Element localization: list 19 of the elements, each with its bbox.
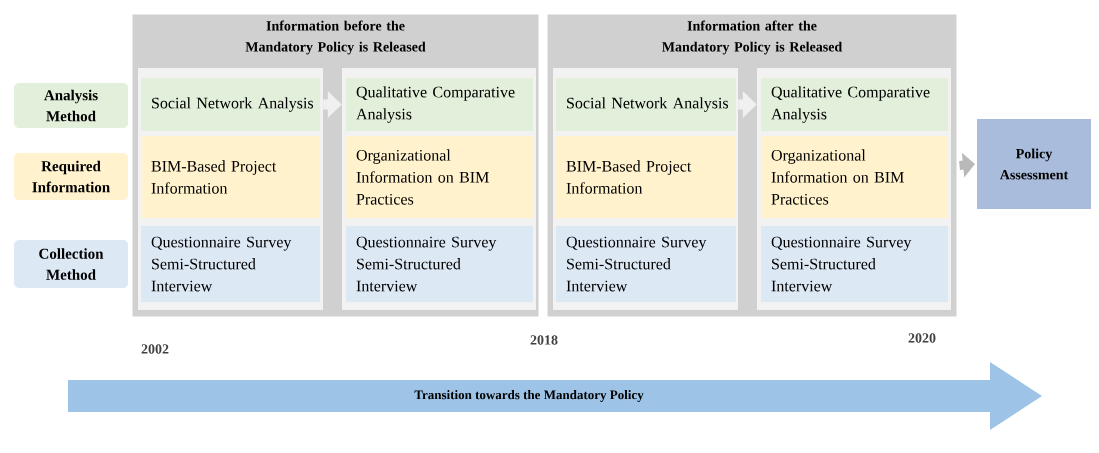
info-cell: Qualitative Comparative Analysis — [761, 78, 948, 131]
year-label: 2002 — [141, 344, 169, 354]
info-cell: Social Network Analysis — [556, 78, 736, 131]
info-cell: Questionnaire Survey Semi-Structured Interview — [141, 226, 320, 302]
info-cell: Organizational Information on BIM Practices — [346, 136, 533, 218]
outcome-box: Policy Assessment — [975, 117, 1093, 211]
info-cell: Social Network Analysis — [141, 78, 320, 131]
row-label: Analysis Method — [14, 83, 128, 128]
info-cell: Qualitative Comparative Analysis — [346, 78, 533, 131]
info-cell: Questionnaire Survey Semi-Structured Interview — [761, 226, 948, 302]
row-label: Required Information — [14, 153, 128, 200]
year-label: 2018 — [530, 335, 558, 345]
info-cell: BIM-Based Project Information — [556, 136, 736, 218]
info-cell: Questionnaire Survey Semi-Structured Interview — [556, 226, 736, 302]
year-label: 2020 — [908, 333, 936, 343]
info-cell: Questionnaire Survey Semi-Structured Interview — [346, 226, 533, 302]
info-cell: BIM-Based Project Information — [141, 136, 320, 218]
info-cell: Organizational Information on BIM Practices — [761, 136, 948, 218]
row-label: Collection Method — [14, 240, 128, 288]
